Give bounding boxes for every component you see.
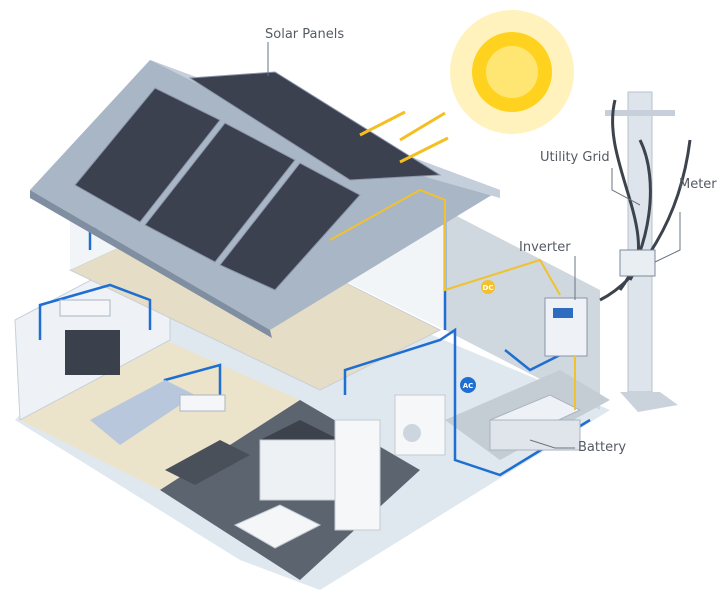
pole-crossarm [605, 110, 675, 116]
roof-edge [30, 190, 272, 338]
pole-base [620, 392, 678, 412]
solar-panel [219, 162, 361, 291]
stove-body [259, 439, 336, 501]
washer-door [403, 424, 421, 442]
label-meter: Meter [679, 177, 717, 192]
callout-lines [267, 42, 681, 449]
sun-icon [450, 10, 574, 134]
washing-machine [394, 394, 446, 456]
solar-panel [188, 71, 442, 181]
air-conditioner-kitchen [179, 394, 226, 412]
kitchen-counter [165, 440, 250, 485]
sofa [90, 380, 195, 445]
inverter-unit [544, 297, 588, 357]
inverter-screen [553, 308, 573, 318]
dining-table [233, 504, 322, 549]
svg-text:AC: AC [463, 382, 474, 390]
battery-body [489, 419, 581, 451]
utility-room-wall [445, 210, 600, 410]
solar-panel [144, 122, 296, 263]
dc-badge: DC [481, 280, 495, 294]
ac-badge: AC [460, 377, 476, 393]
solar-panel-array [74, 71, 442, 291]
utility-pole [627, 91, 653, 393]
label-solar-panels: Solar Panels [265, 27, 344, 42]
svg-text:DC: DC [483, 284, 494, 292]
meter-box [619, 249, 656, 277]
sunlight-arrows [359, 110, 449, 164]
air-conditioner-living [59, 299, 111, 317]
dc-wiring [329, 188, 561, 296]
label-inverter: Inverter [519, 240, 571, 255]
refrigerator [334, 419, 381, 531]
label-utility-grid: Utility Grid [540, 150, 610, 165]
label-battery: Battery [578, 440, 626, 455]
tv [65, 330, 120, 375]
solar-panel [74, 87, 221, 223]
